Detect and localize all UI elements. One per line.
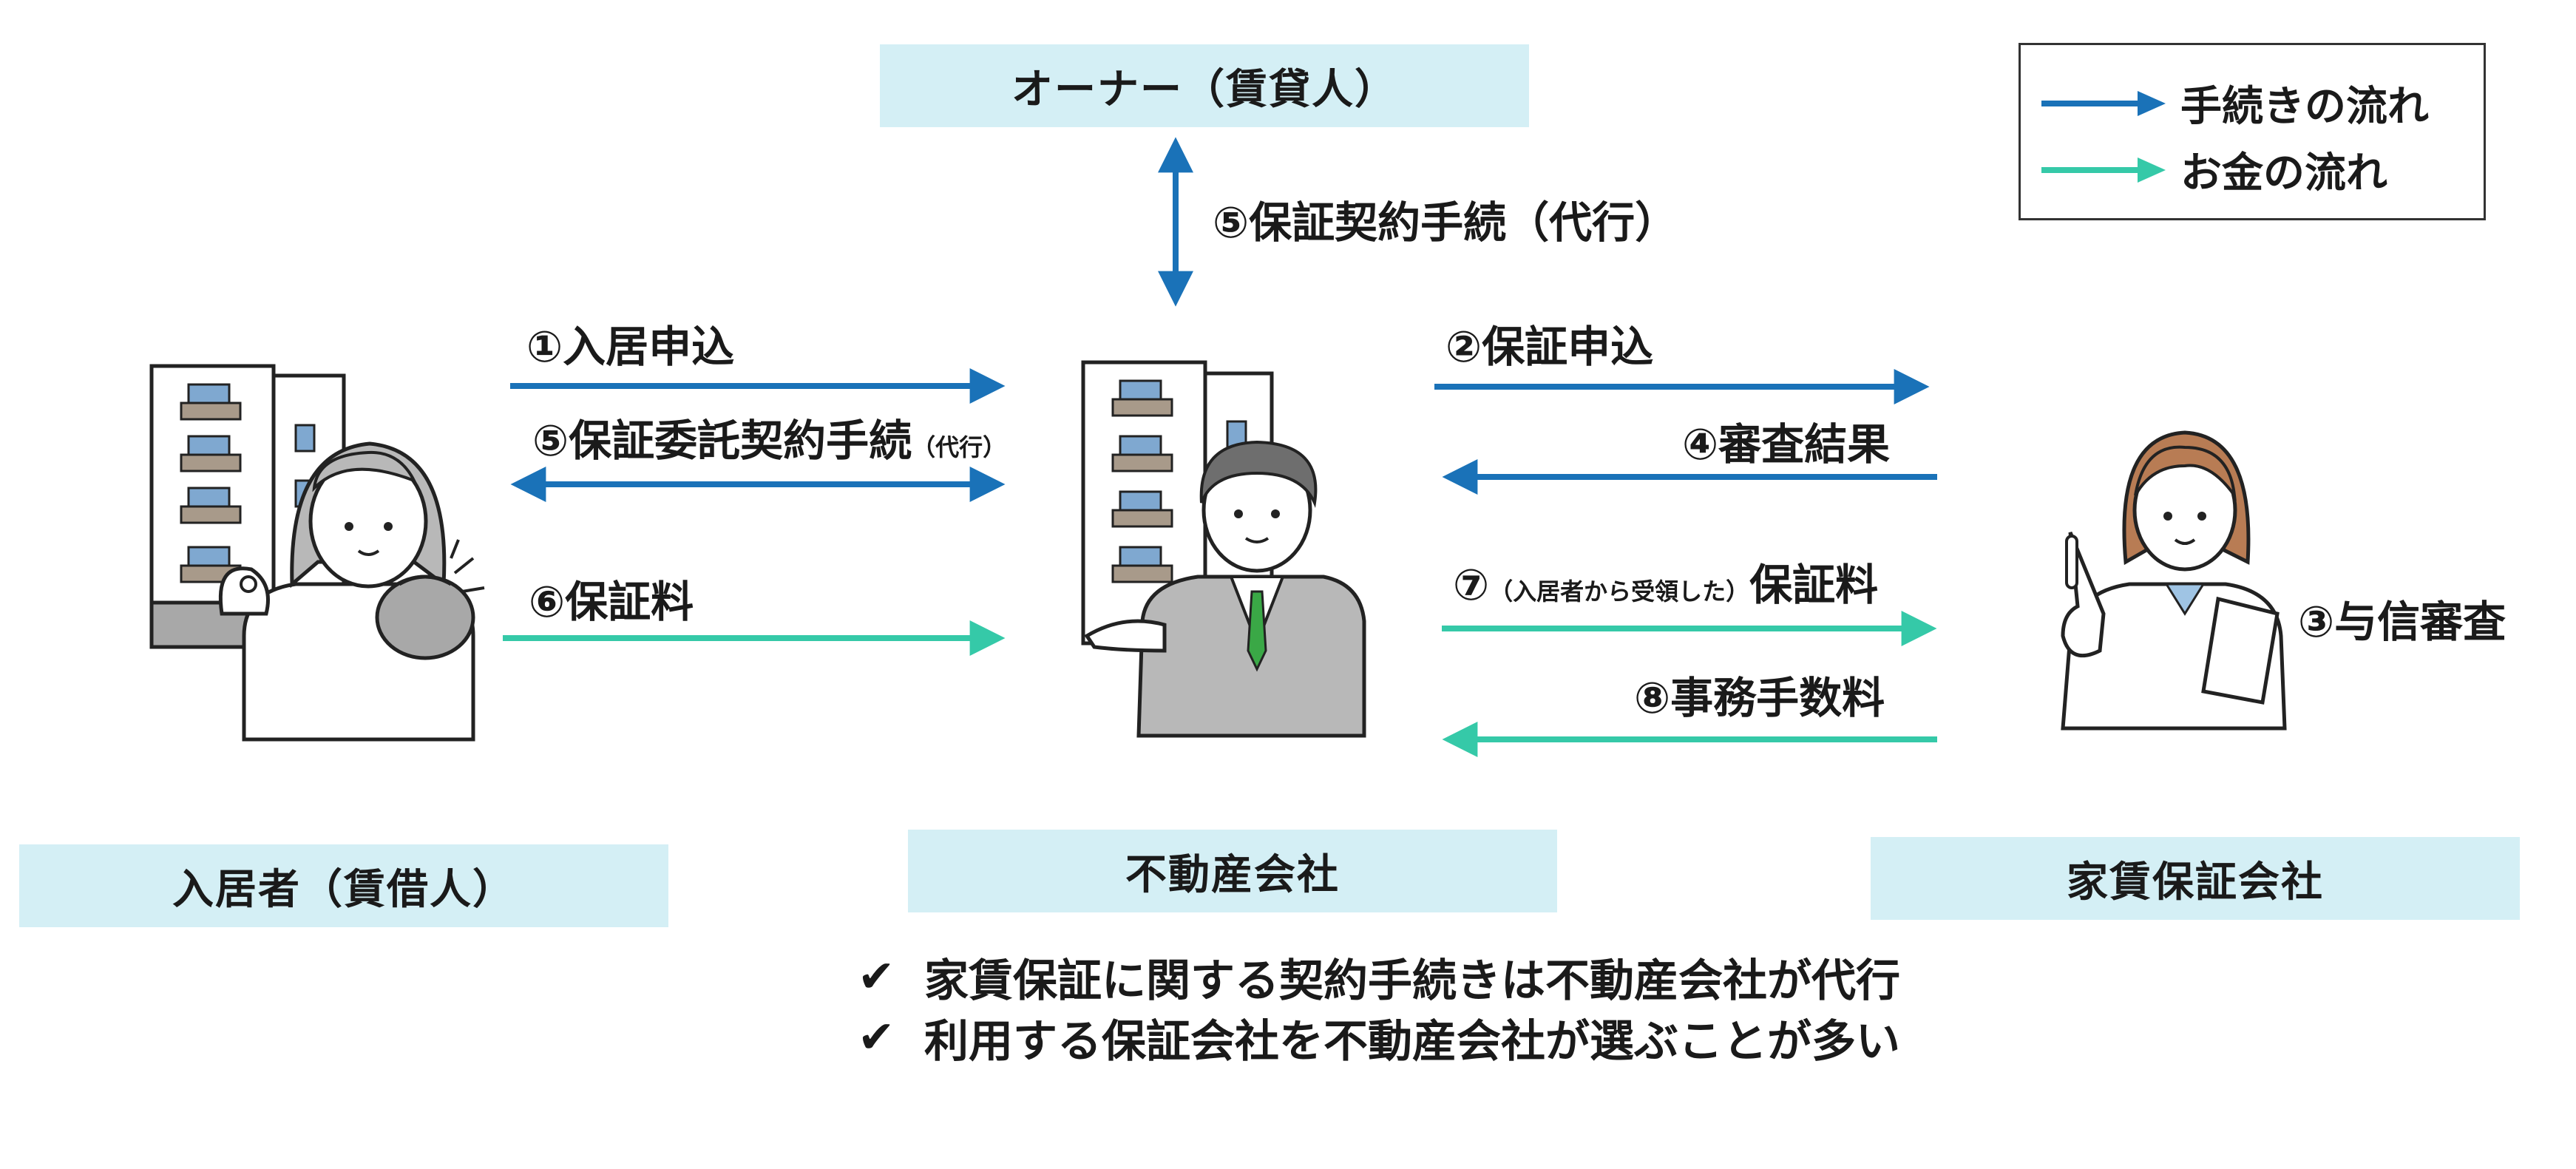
guarantor-box: 家賃保証会社 bbox=[1871, 837, 2520, 920]
note-2-text: 利用する保証会社を不動産会社が選ぶことが多い bbox=[924, 1015, 1900, 1068]
procedure-arrow-icon bbox=[2041, 90, 2166, 116]
tenant-illustration bbox=[149, 364, 485, 742]
tenant-box: 入居者（賃借人） bbox=[19, 844, 668, 927]
owner-agency-label: ⑤保証契約手続（代行） bbox=[1213, 197, 1678, 248]
legend-procedure: 手続きの流れ bbox=[2041, 73, 2429, 133]
note-1-text: 家賃保証に関する契約手続きは不動産会社が代行 bbox=[924, 955, 1900, 1007]
flow-5-main: ⑤保証委託契約手続 bbox=[532, 416, 912, 466]
flow-5-label: ⑤保証委託契約手続（代行） bbox=[532, 419, 1006, 462]
legend-money-text: お金の流れ bbox=[2180, 149, 2387, 197]
flow-5-small: （代行） bbox=[912, 433, 1007, 461]
check-icon: ✔ bbox=[858, 951, 895, 1003]
legend-procedure-text: 手続きの流れ bbox=[2180, 83, 2429, 131]
guarantor-action-label: ③与信審査 bbox=[2298, 597, 2506, 647]
note-1: ✔ 家賃保証に関する契約手続きは不動産会社が代行 bbox=[858, 946, 1900, 1007]
flow-7-num: ⑦ bbox=[1453, 560, 1490, 610]
flow-6-label: ⑥保証料 bbox=[529, 577, 694, 627]
notes: ✔ 家賃保証に関する契約手続きは不動産会社が代行 ✔ 利用する保証会社を不動産会… bbox=[858, 946, 1900, 1068]
agency-illustration bbox=[1081, 360, 1366, 738]
guarantor-illustration bbox=[2061, 430, 2287, 731]
check-icon: ✔ bbox=[858, 1012, 895, 1063]
agency-box: 不動産会社 bbox=[908, 830, 1557, 912]
flow-1-label: ①入居申込 bbox=[526, 322, 735, 372]
owner-box: オーナー（賃貸人） bbox=[880, 44, 1529, 127]
flow-7-main: 保証料 bbox=[1749, 560, 1879, 610]
money-arrow-icon bbox=[2041, 157, 2166, 183]
legend: 手続きの流れ お金の流れ bbox=[2019, 43, 2486, 220]
flow-2-label: ②保証申込 bbox=[1445, 322, 1654, 372]
flow-7-label: ⑦（入居者から受領した）保証料 bbox=[1453, 563, 1878, 606]
flow-8-label: ⑧事務手数料 bbox=[1634, 673, 1885, 723]
note-2: ✔ 利用する保証会社を不動産会社が選ぶことが多い bbox=[858, 1007, 1900, 1068]
legend-money: お金の流れ bbox=[2041, 140, 2387, 200]
flow-4-label: ④審査結果 bbox=[1682, 419, 1891, 470]
flow-7-small: （入居者から受領した） bbox=[1489, 577, 1750, 606]
